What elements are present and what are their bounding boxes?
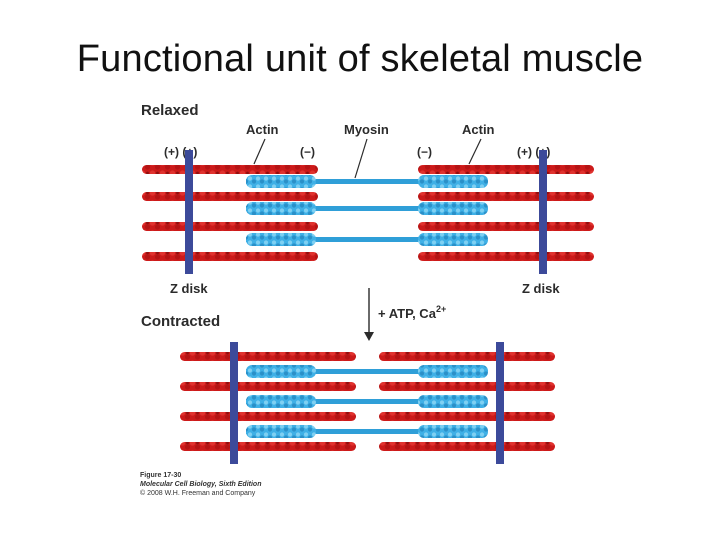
z-disk-right	[539, 150, 547, 274]
slide-title: Functional unit of skeletal muscle	[76, 38, 644, 80]
polarity-minus-left: (−)	[300, 145, 315, 159]
polarity-minus-right: (−)	[417, 145, 432, 159]
reagents-superscript: 2+	[436, 304, 446, 314]
actin-leader-left	[253, 138, 266, 165]
copyright: © 2008 W.H. Freeman and Company	[140, 490, 256, 497]
z-disk-label-right: Z disk	[522, 281, 560, 296]
relaxed-sarcomere	[142, 150, 594, 274]
reagents-label: + ATP, Ca2+	[378, 304, 446, 321]
z-disk-left	[185, 150, 193, 274]
relaxed-myosin	[246, 175, 488, 246]
myosin-leader	[354, 138, 368, 179]
z-disk-left-contracted	[230, 342, 238, 464]
actin-leader-right	[468, 138, 482, 165]
z-disk-right-contracted	[496, 342, 504, 464]
z-disk-label-left: Z disk	[170, 281, 208, 296]
actin-label-right: Actin	[462, 122, 495, 137]
contracted-sarcomere	[180, 342, 555, 464]
contracted-actin-right	[379, 352, 555, 451]
contracted-label: Contracted	[141, 313, 220, 330]
contracted-actin-left	[180, 352, 356, 451]
figure-caption: Figure 17-30 Molecular Cell Biology, Six…	[140, 471, 261, 498]
relaxed-label: Relaxed	[141, 102, 199, 119]
transition-arrow	[364, 288, 374, 341]
relaxed-actin-right	[418, 165, 594, 261]
actin-label-left: Actin	[246, 122, 279, 137]
myosin-label: Myosin	[344, 122, 389, 137]
book-title: Molecular Cell Biology, Sixth Edition	[140, 481, 262, 488]
figure-number: Figure 17-30	[140, 472, 182, 479]
contracted-myosin	[246, 365, 488, 438]
reagents-text: + ATP, Ca	[378, 306, 437, 321]
